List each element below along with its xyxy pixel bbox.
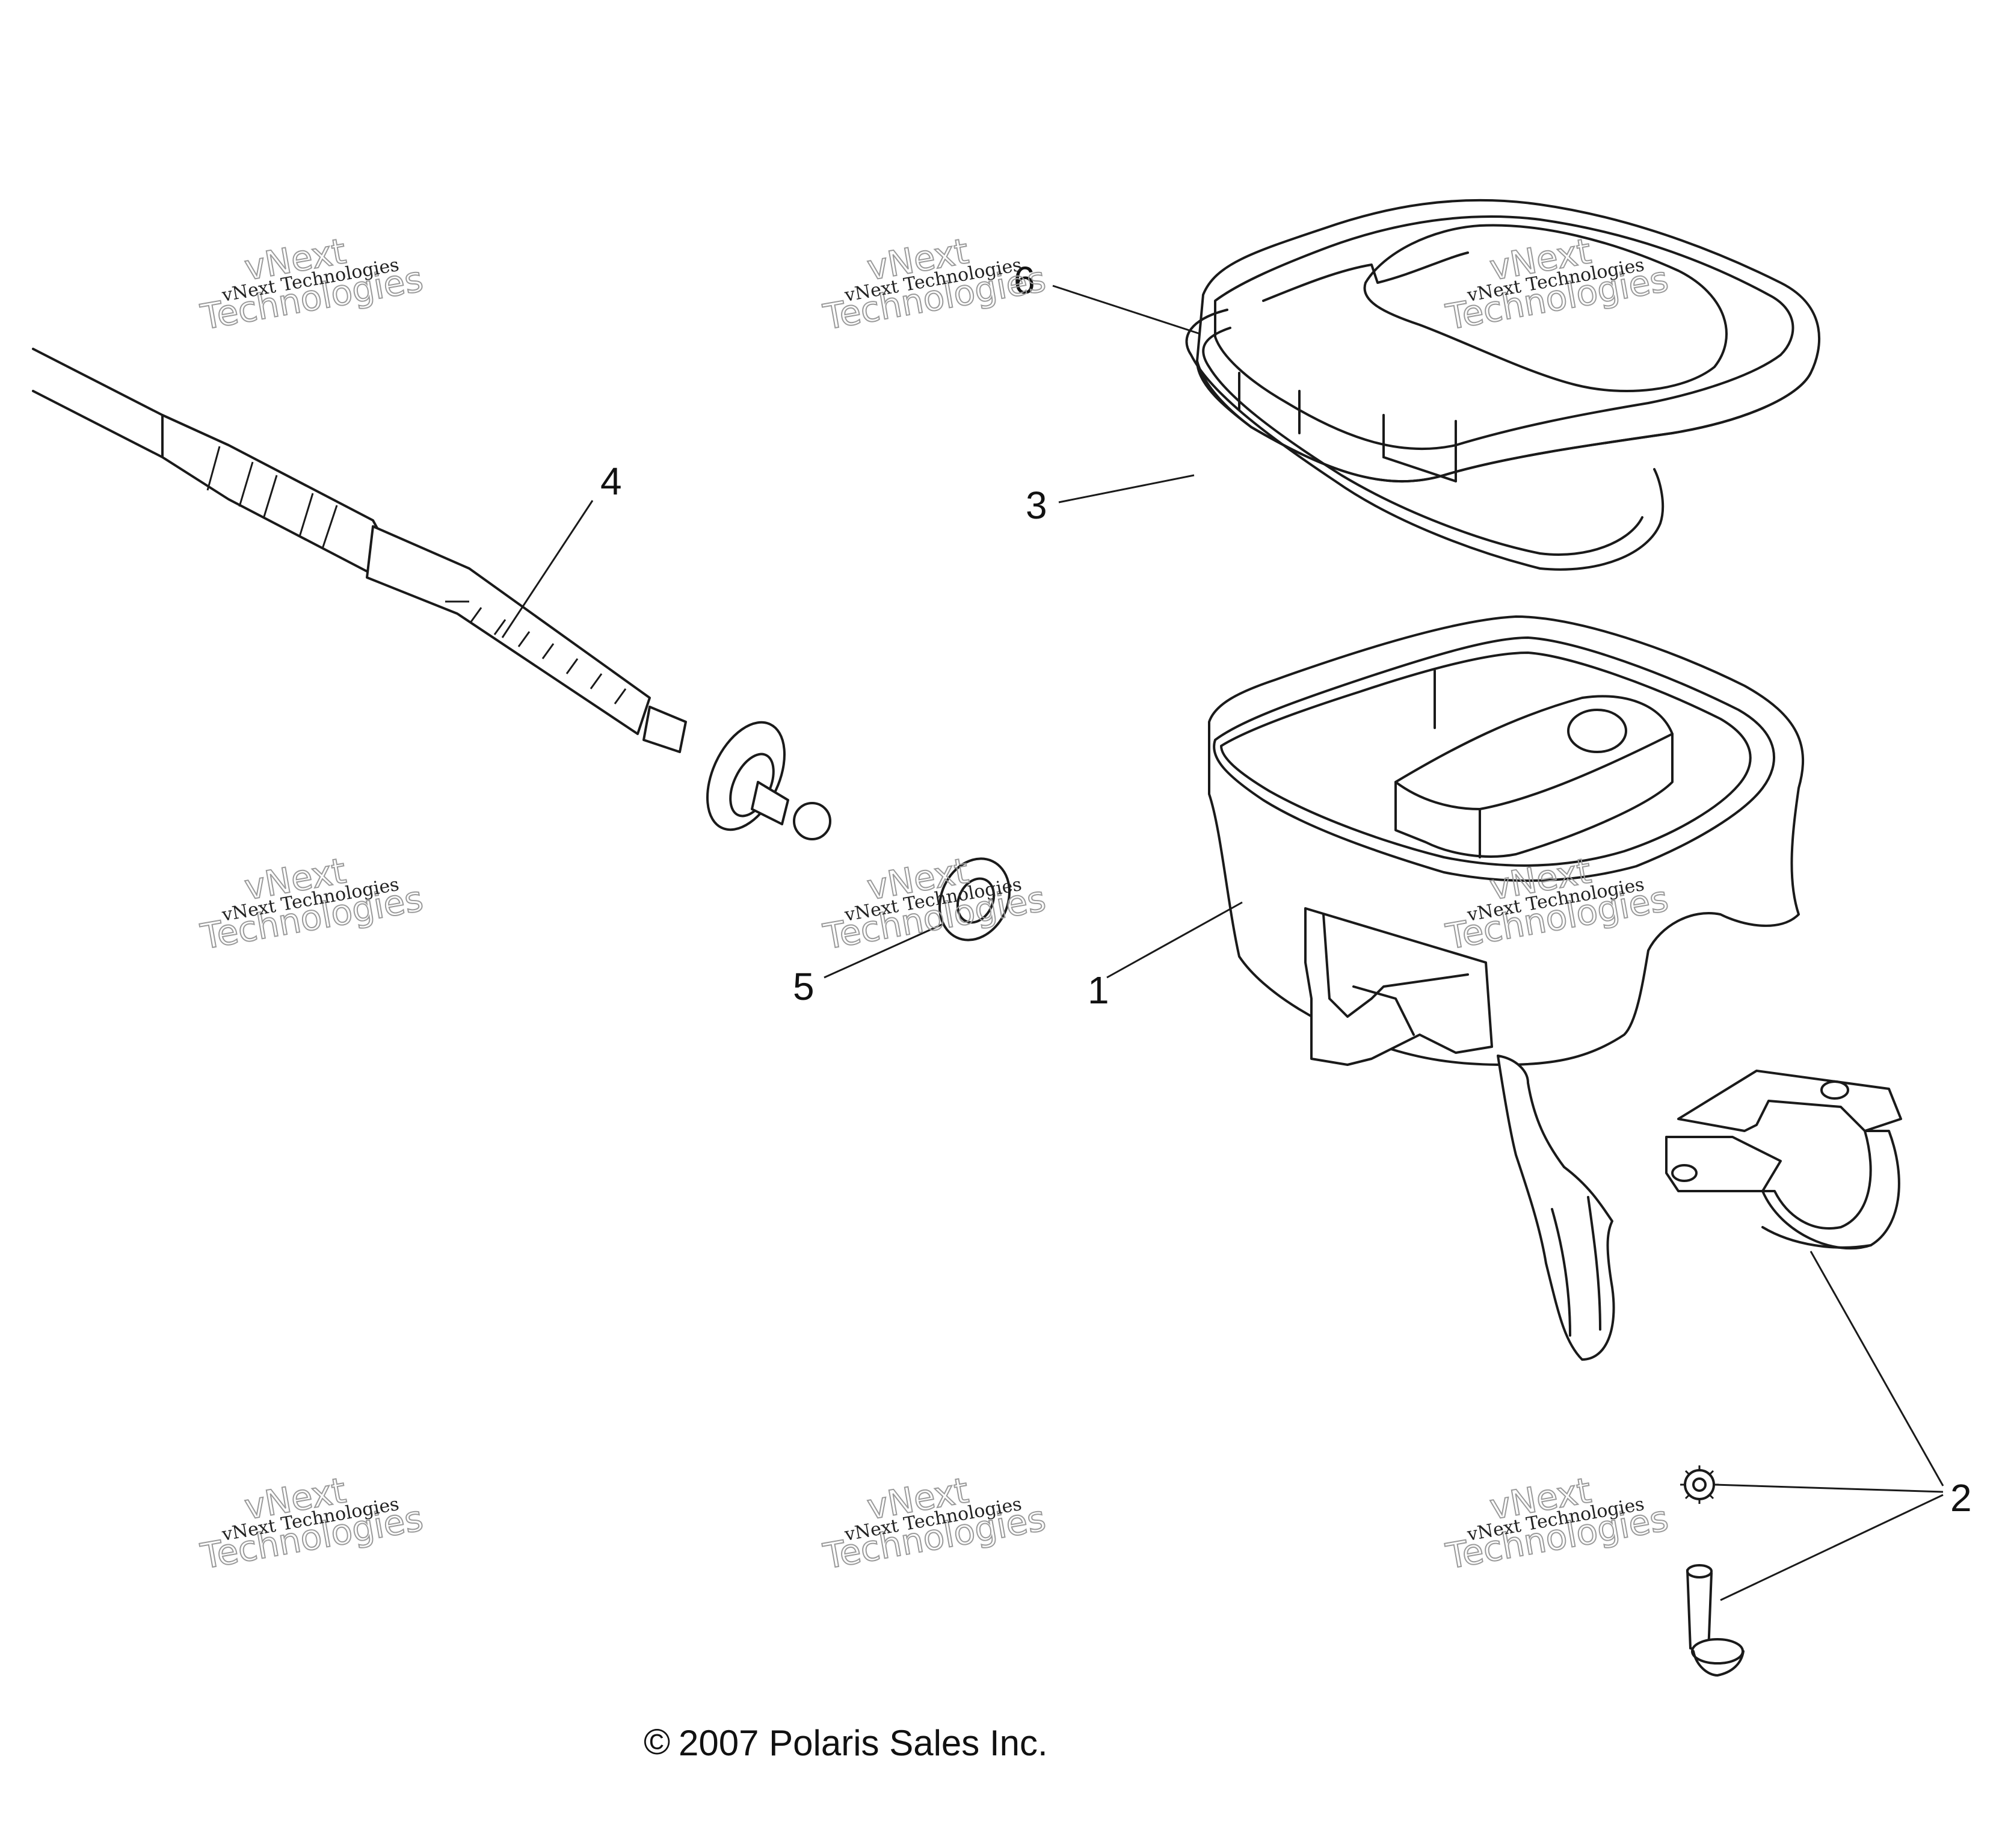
callout-1: 1 — [1088, 969, 1109, 1012]
watermark: vNext Technologies vNext Technologies — [819, 849, 1049, 958]
watermark: vNext Technologies vNext Technologies — [1442, 1469, 1672, 1577]
watermark: vNext Technologies vNext Technologies — [819, 1469, 1049, 1577]
callout-6: 6 — [1014, 259, 1035, 302]
watermark: vNext Technologies vNext Technologies — [197, 230, 427, 338]
throttle-cable — [32, 348, 831, 840]
throttle-housing — [1106, 615, 1805, 1361]
cover-seal — [1058, 309, 1665, 571]
copyright-text: 2007 Polaris Sales Inc. — [679, 1723, 1048, 1763]
copyright-symbol: © — [644, 1722, 670, 1762]
callout-4: 4 — [600, 460, 622, 503]
throttle-housing-cover — [1052, 199, 1821, 483]
clamp-kit — [1665, 1070, 1944, 1677]
callout-3: 3 — [1026, 484, 1047, 527]
watermark: vNext Technologies vNext Technologies — [819, 230, 1049, 338]
watermark: vNext Technologies vNext Technologies — [197, 1469, 427, 1577]
watermark: vNext Technologies vNext Technologies — [197, 849, 427, 958]
washer — [824, 857, 1011, 979]
callout-5: 5 — [793, 965, 815, 1008]
copyright-notice: © 2007 Polaris Sales Inc. — [644, 1722, 1048, 1763]
callout-2: 2 — [1950, 1476, 1972, 1520]
